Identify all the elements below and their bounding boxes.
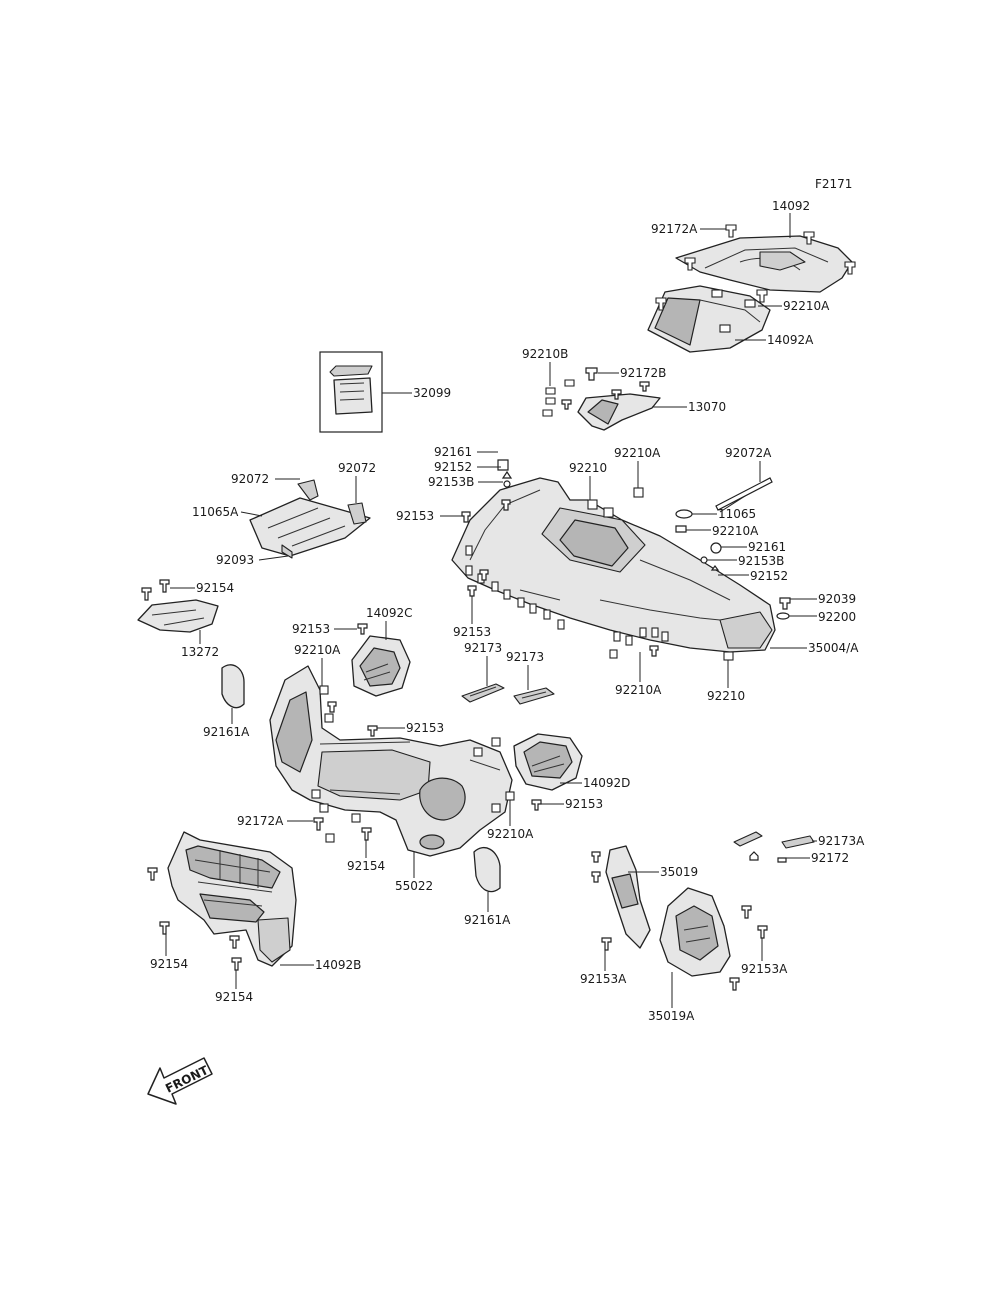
step-92173-right[interactable] [513, 687, 555, 705]
label-92200: 92200 [818, 610, 856, 624]
label-92172A-b: 92172A [237, 814, 284, 828]
label-14092: 14092 [772, 199, 810, 213]
label-92072-a: 92072 [231, 472, 269, 486]
label-92173-b: 92173 [506, 650, 544, 664]
label-14092C: 14092C [366, 606, 413, 620]
label-92153-d: 92153 [406, 721, 444, 735]
label-92153B-a: 92153B [428, 475, 474, 489]
label-92172A-top: 92172A [651, 222, 698, 236]
rear-cover-clips [655, 224, 856, 333]
label-92173-a: 92173 [464, 641, 502, 655]
rear-fender-clips [461, 459, 791, 661]
pad-92161A-left[interactable] [221, 664, 245, 709]
label-14092B: 14092B [315, 958, 361, 972]
figure-code: F2171 [815, 177, 852, 191]
mud-guard-35019[interactable] [605, 845, 651, 949]
front-guard-14092B[interactable] [167, 831, 297, 967]
label-14092A: 14092A [767, 333, 814, 347]
label-92210A-b: 92210A [614, 446, 661, 460]
label-92210-a: 92210 [569, 461, 607, 475]
label-92153-e: 92153 [565, 797, 603, 811]
front-guard-bolts [147, 867, 242, 971]
front-direction-arrow: FRONT [147, 1057, 213, 1105]
label-92153-b: 92153 [453, 625, 491, 639]
label-13272: 13272 [181, 645, 219, 659]
label-92153B-b: 92153B [738, 554, 784, 568]
label-92154-d: 92154 [215, 990, 253, 1004]
label-92161A-b: 92161A [464, 913, 511, 927]
label-92093: 92093 [216, 553, 254, 567]
label-92153A-a: 92153A [580, 972, 627, 986]
label-92154-b: 92154 [347, 859, 385, 873]
label-92210B: 92210B [522, 347, 568, 361]
rear-fender-35004A[interactable] [451, 477, 776, 653]
bracket-13272-bolts [141, 579, 170, 601]
label-92173A: 92173A [818, 834, 865, 848]
label-92039: 92039 [818, 592, 856, 606]
mud-guard-35019A[interactable] [659, 887, 731, 977]
label-92153-a: 92153 [396, 509, 434, 523]
label-35019: 35019 [660, 865, 698, 879]
label-92153-c: 92153 [292, 622, 330, 636]
label-14092D: 14092D [583, 776, 630, 790]
label-92161A-a: 92161A [203, 725, 250, 739]
step-92173-left[interactable] [461, 683, 505, 703]
label-92210A-top: 92210A [783, 299, 830, 313]
label-92210A-e: 92210A [294, 643, 341, 657]
label-92161-a: 92161 [434, 445, 472, 459]
nut-92172-left [749, 851, 759, 861]
label-32099: 32099 [413, 386, 451, 400]
label-13070: 13070 [688, 400, 726, 414]
cover-11065A-brackets [297, 479, 367, 525]
step-92173A[interactable] [733, 831, 815, 849]
label-92210-b: 92210 [707, 689, 745, 703]
bracket-13070[interactable] [577, 393, 661, 431]
nut-92172-right [777, 857, 787, 863]
label-92152-b: 92152 [750, 569, 788, 583]
duct-14092C[interactable] [351, 635, 411, 697]
label-35019A: 35019A [648, 1009, 695, 1023]
label-92153A-b: 92153A [741, 962, 788, 976]
label-55022: 55022 [395, 879, 433, 893]
pad-92161A-right[interactable] [473, 847, 501, 893]
mud-guard-bolts [591, 851, 768, 991]
bolt-92153-c [357, 623, 368, 635]
label-11065A: 11065A [192, 505, 239, 519]
label-92161-b: 92161 [748, 540, 786, 554]
rear-cover-upper-14092[interactable] [675, 235, 853, 293]
label-92210A-c: 92210A [712, 524, 759, 538]
part-box-32099[interactable] [319, 351, 383, 433]
bracket-13070-fasteners [542, 367, 650, 417]
label-92152-a: 92152 [434, 460, 472, 474]
bracket-13272[interactable] [137, 599, 219, 633]
duct-14092D[interactable] [513, 733, 583, 791]
label-92154-c: 92154 [150, 957, 188, 971]
label-92172: 92172 [811, 851, 849, 865]
cover-11065A[interactable] [249, 497, 371, 559]
label-92072A: 92072A [725, 446, 772, 460]
label-92172B: 92172B [620, 366, 666, 380]
label-92072-b: 92072 [338, 461, 376, 475]
front-fender-55022[interactable] [269, 665, 513, 857]
label-92210A-f: 92210A [487, 827, 534, 841]
label-92210A-d: 92210A [615, 683, 662, 697]
label-11065: 11065 [718, 507, 756, 521]
rear-cover-lower-14092A[interactable] [647, 285, 771, 353]
label-35004A: 35004/A [808, 641, 859, 655]
label-92154-a: 92154 [196, 581, 234, 595]
